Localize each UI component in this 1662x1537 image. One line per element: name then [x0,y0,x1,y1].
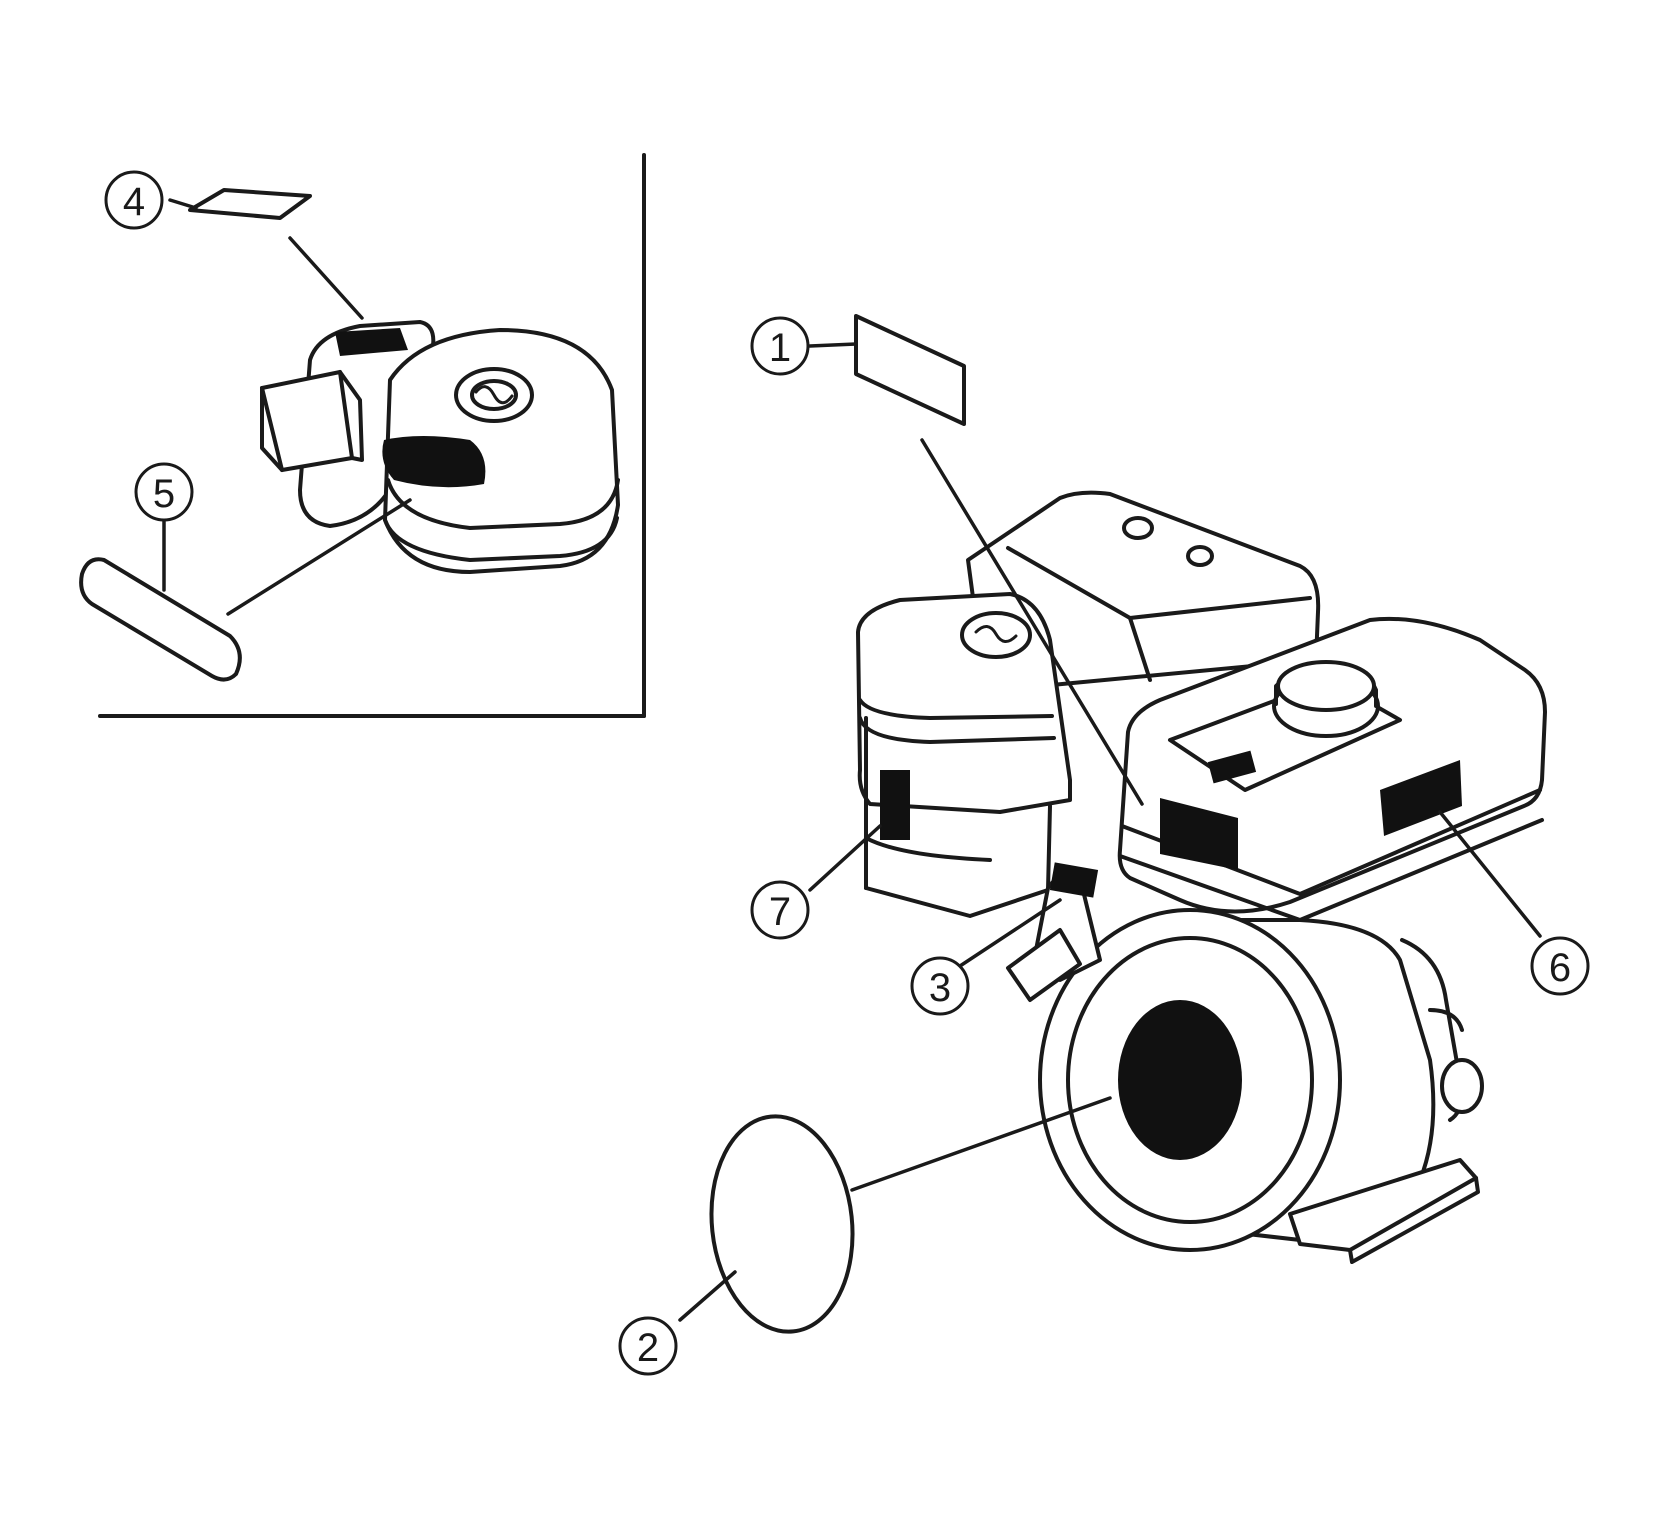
callout-label: 5 [153,472,175,516]
decal-part-1 [854,314,966,426]
callout-2: 2 [618,1316,678,1376]
callout-label: 7 [769,890,791,934]
leader-lines [162,198,1542,1322]
inset-air-cleaner [260,320,620,574]
callout-1: 1 [750,316,810,376]
decal-part-2 [709,1114,855,1334]
callout-label: 2 [637,1326,659,1370]
callout-label: 3 [929,966,951,1010]
callout-6: 6 [1530,936,1590,996]
loose-decals [79,188,966,1334]
engine-illustration [856,490,1547,1264]
callout-4: 4 [104,170,164,230]
callout-label: 1 [769,326,791,370]
decal-part-5 [79,557,242,682]
callout-label: 4 [123,180,145,224]
inset-frame [98,153,646,718]
decal-part-4 [188,188,312,220]
callout-5: 5 [134,462,194,522]
callout-label: 6 [1549,946,1571,990]
callout-3: 3 [910,956,970,1016]
callout-7: 7 [750,880,810,940]
